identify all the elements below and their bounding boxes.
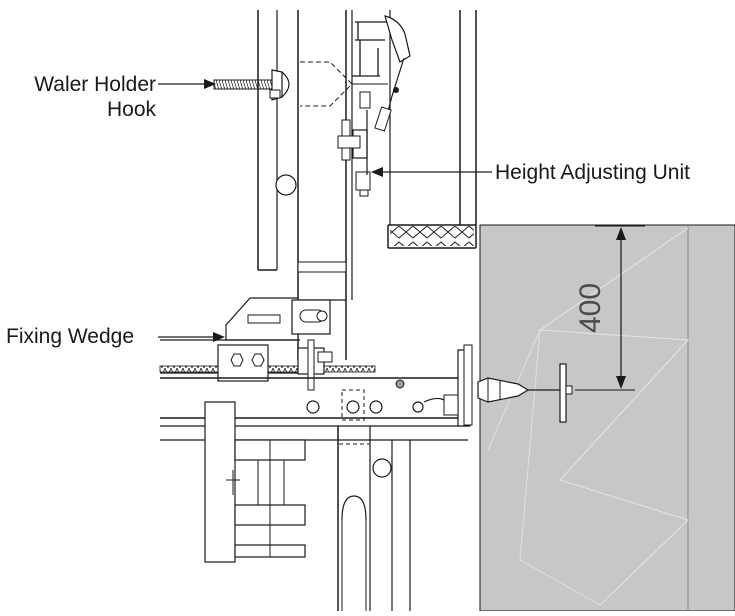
height-adjusting-arrowhead (371, 167, 383, 177)
waler-channel (257, 10, 299, 360)
height-adjusting-unit (337, 110, 371, 197)
dimension-value: 400 (574, 283, 607, 333)
label-waler-holder-line1: Waler Holder (34, 73, 156, 96)
leader-lines (158, 79, 492, 342)
label-waler-holder: Waler Holder Hook (6, 74, 156, 120)
fixing-wedge-arrowhead (213, 332, 225, 342)
waler-holder-hook-assembly (213, 15, 411, 132)
anchor-cone (477, 363, 573, 423)
dimension-400: 400 (574, 225, 645, 391)
formwork-panel (387, 10, 477, 249)
lower-structure (204, 401, 411, 611)
waler-holder-arrowhead (204, 79, 216, 89)
label-height-adjusting-unit: Height Adjusting Unit (495, 161, 690, 184)
concrete-wall (479, 224, 735, 612)
bracket-plate (225, 297, 331, 341)
label-fixing-wedge: Fixing Wedge (6, 325, 135, 348)
fixing-wedge-assembly (159, 339, 376, 391)
label-waler-holder-line2: Hook (106, 98, 156, 121)
vertical-post (297, 10, 353, 360)
